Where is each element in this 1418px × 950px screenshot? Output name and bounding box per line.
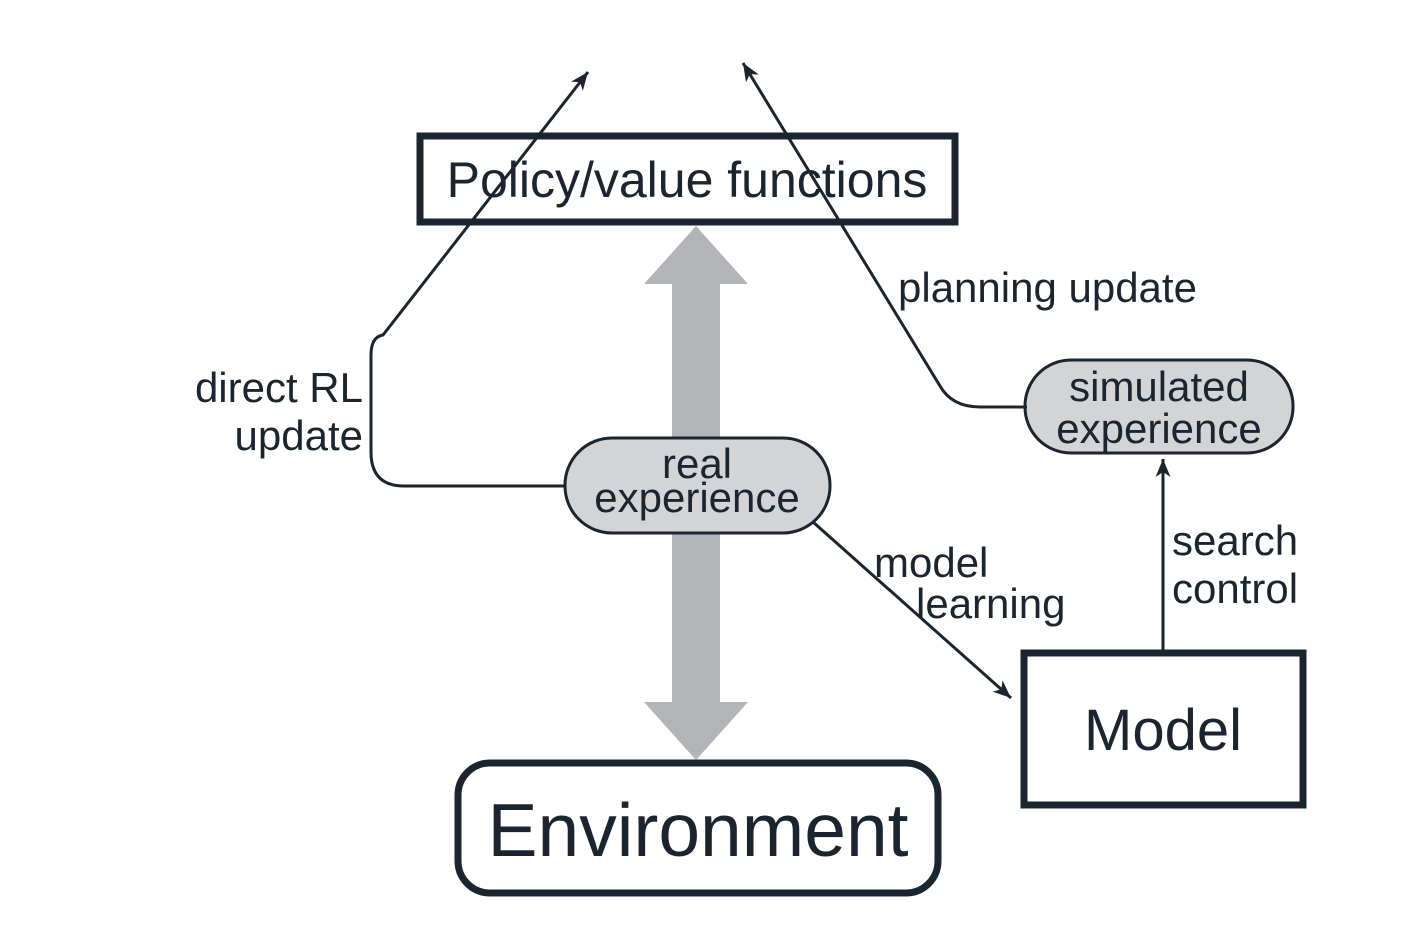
real-experience-label-line2: experience bbox=[594, 474, 799, 521]
model-learning-label: model learning bbox=[874, 539, 1065, 627]
planning-update-edge bbox=[741, 62, 1027, 409]
policy-value-functions-box bbox=[416, 132, 959, 226]
environment-box bbox=[454, 759, 942, 897]
direct-rl-update-label: direct RL update bbox=[195, 364, 363, 459]
simulated-experience-label-line1: simulated bbox=[1069, 363, 1249, 410]
policy-value-functions-label: Policy/value functions bbox=[447, 152, 928, 208]
search-control-label-line2: control bbox=[1172, 565, 1298, 612]
model-node: Model bbox=[1020, 649, 1307, 809]
direct-rl-label-line2: update bbox=[235, 412, 363, 459]
simulated-experience-label-line2: experience bbox=[1056, 405, 1261, 452]
real-experience-label-line1: real bbox=[662, 440, 732, 487]
real-experience-node: real experience bbox=[563, 436, 832, 535]
search-control-label-line1: search bbox=[1172, 517, 1298, 564]
planning-update-label: planning update bbox=[898, 264, 1197, 311]
model-learning-label-line1: model bbox=[874, 539, 988, 586]
direct-rl-label-line1: direct RL bbox=[195, 364, 363, 411]
direct-rl-update-edge bbox=[369, 71, 590, 488]
model-box bbox=[1020, 649, 1307, 809]
model-learning-edge bbox=[812, 520, 1012, 700]
model-label: Model bbox=[1084, 698, 1242, 763]
environment-label: Environment bbox=[487, 788, 908, 872]
policy-value-functions-node: Policy/value functions bbox=[416, 132, 959, 226]
search-control-label: search control bbox=[1172, 517, 1298, 612]
model-learning-label-line2: learning bbox=[916, 580, 1065, 627]
simulated-experience-node: simulated experience bbox=[1023, 358, 1295, 455]
environment-node: Environment bbox=[454, 759, 942, 897]
